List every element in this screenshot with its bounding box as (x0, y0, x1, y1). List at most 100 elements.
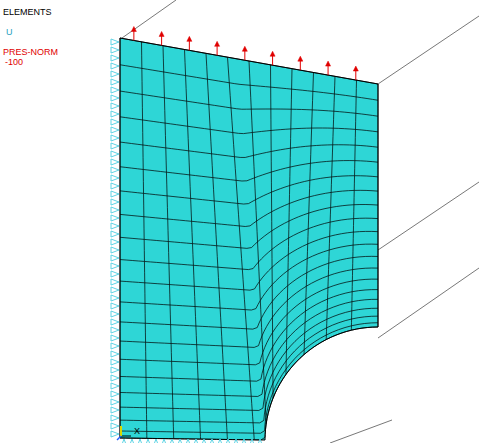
axis-triad (117, 426, 131, 440)
support-triangle (153, 439, 159, 443)
support-triangle (111, 423, 119, 429)
support-triangle (111, 231, 119, 237)
support-triangle (217, 439, 223, 443)
support-triangle (145, 439, 151, 443)
mesh-line (228, 57, 255, 440)
support-triangle (111, 111, 119, 117)
support-triangle (111, 207, 119, 213)
mesh-line (120, 308, 378, 410)
support-triangle (193, 439, 199, 443)
support-triangle (111, 87, 119, 93)
support-triangle (121, 439, 127, 443)
support-triangle (111, 431, 119, 437)
pressure-arrowhead (353, 66, 358, 71)
mesh-line (120, 205, 378, 249)
support-triangle (111, 135, 119, 141)
plate-face (120, 38, 378, 440)
support-triangle (111, 39, 119, 45)
support-triangle (241, 439, 247, 443)
support-triangle (111, 79, 119, 85)
support-triangle (111, 159, 119, 165)
support-triangle (111, 143, 119, 149)
perspective-line (330, 420, 392, 443)
support-triangle (111, 119, 119, 125)
mesh-line (142, 42, 147, 439)
support-symbols (111, 39, 263, 443)
support-triangle (111, 335, 119, 341)
support-triangle (177, 439, 183, 443)
support-triangle (209, 439, 215, 443)
pressure-arrowhead (270, 51, 275, 56)
support-triangle (249, 439, 255, 443)
pressure-arrowhead (215, 41, 220, 46)
support-triangle (111, 95, 119, 101)
mesh-line (163, 46, 174, 439)
support-triangle (161, 439, 167, 443)
support-triangle (111, 271, 119, 277)
mesh-line (120, 256, 378, 329)
support-triangle (111, 359, 119, 365)
support-triangle (111, 183, 119, 189)
mesh-line (120, 38, 378, 84)
support-triangle (111, 399, 119, 405)
support-triangle (111, 55, 119, 61)
support-triangle (257, 439, 263, 443)
constraint-key: U (6, 27, 13, 37)
mesh-line (120, 290, 378, 382)
pressure-arrowhead (187, 36, 192, 41)
plate-mesh (120, 38, 378, 440)
support-triangle (111, 47, 119, 53)
support-triangle (111, 191, 119, 197)
axis-label: X (134, 426, 140, 436)
mesh-line (249, 61, 266, 424)
mesh-line (378, 84, 379, 327)
support-triangle (111, 71, 119, 77)
support-triangle (111, 199, 119, 205)
support-triangle (111, 279, 119, 285)
support-triangle (111, 215, 119, 221)
support-triangle (111, 407, 119, 413)
y-axis (120, 426, 122, 436)
mesh-line (120, 299, 378, 396)
pressure-arrowhead (298, 56, 303, 61)
support-triangle (111, 383, 119, 389)
mesh-line (120, 316, 378, 423)
mesh-line (120, 268, 378, 347)
mesh-line (120, 279, 378, 365)
support-triangle (111, 391, 119, 397)
mesh-line (120, 190, 378, 226)
z-axis (117, 436, 121, 440)
pressure-arrowhead (242, 46, 247, 51)
support-triangle (169, 439, 175, 443)
support-triangle (111, 327, 119, 333)
support-triangle (111, 127, 119, 133)
plot-title: ELEMENTS (3, 7, 52, 17)
support-triangle (137, 439, 143, 443)
support-triangle (185, 439, 191, 443)
mesh-line (120, 65, 378, 100)
support-triangle (111, 223, 119, 229)
support-triangle (111, 415, 119, 421)
perspective-line (378, 182, 479, 250)
perspective-line (122, 0, 176, 38)
x-axis (121, 436, 131, 437)
support-triangle (111, 343, 119, 349)
support-triangle (111, 255, 119, 261)
support-triangle (111, 287, 119, 293)
support-triangle (111, 103, 119, 109)
support-triangle (225, 439, 231, 443)
support-triangle (111, 239, 119, 245)
pressure-arrowhead (159, 31, 164, 36)
perspective-line (378, 268, 479, 338)
pressure-arrowhead (326, 61, 331, 66)
support-triangle (111, 375, 119, 381)
pressure-arrowhead (131, 26, 136, 31)
mesh-line (120, 244, 378, 310)
support-triangle (111, 151, 119, 157)
support-triangle (111, 63, 119, 69)
support-triangle (111, 367, 119, 373)
support-triangle (111, 303, 119, 309)
support-triangle (111, 295, 119, 301)
